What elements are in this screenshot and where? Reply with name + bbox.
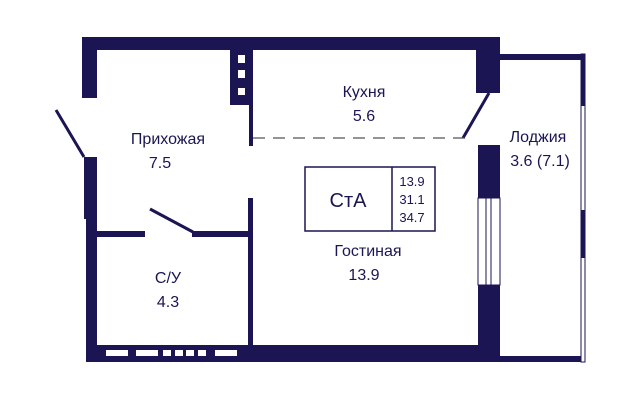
room-area: 13.9	[348, 267, 379, 284]
kitchen-left-wall	[249, 50, 253, 146]
right-wall-lower	[478, 285, 500, 362]
room-kitchen: Кухня 5.6	[343, 84, 386, 125]
total-area: 34.7	[399, 210, 424, 225]
useful-area: 31.1	[399, 192, 424, 207]
top-wall	[82, 37, 500, 50]
doors	[54, 92, 491, 234]
entry-door	[54, 109, 86, 158]
room-name: Прихожая	[131, 131, 205, 148]
room-hallway: Прихожая 7.5	[131, 131, 205, 172]
loggia-glazing	[580, 53, 586, 363]
room-area: 3.6 (7.1)	[510, 153, 570, 170]
vent-openings	[238, 55, 245, 95]
bathroom-wall-right	[192, 231, 250, 237]
left-wall-mid	[84, 157, 97, 219]
room-bathroom: С/У 4.3	[155, 270, 182, 311]
living-left-wall	[248, 198, 253, 345]
room-area: 5.6	[353, 108, 375, 125]
room-area: 7.5	[149, 155, 171, 172]
apartment-type: СтА	[330, 190, 368, 212]
left-wall-upper	[82, 37, 97, 98]
room-name: С/У	[155, 270, 182, 287]
living-area: 13.9	[399, 174, 424, 189]
loggia-top-wall	[500, 54, 585, 60]
left-wall-lower	[86, 218, 97, 362]
room-name: Лоджия	[510, 129, 567, 146]
loggia-bottom-wall	[500, 356, 585, 362]
walls	[82, 37, 586, 363]
room-name: Кухня	[343, 84, 386, 101]
room-living: Гостиная 13.9	[334, 243, 401, 284]
living-window	[477, 197, 501, 286]
loggia-door	[461, 92, 491, 139]
bottom-wall	[86, 345, 500, 362]
right-wall-upper	[476, 37, 500, 93]
room-name: Гостиная	[334, 243, 401, 260]
room-loggia: Лоджия 3.6 (7.1)	[510, 129, 570, 170]
bathroom-wall-left	[97, 231, 145, 237]
right-wall-mid	[478, 145, 500, 198]
summary-box: СтА 13.9 31.1 34.7	[304, 166, 436, 232]
bottom-window	[106, 350, 237, 356]
bathroom-door	[149, 207, 194, 234]
room-area: 4.3	[157, 294, 179, 311]
